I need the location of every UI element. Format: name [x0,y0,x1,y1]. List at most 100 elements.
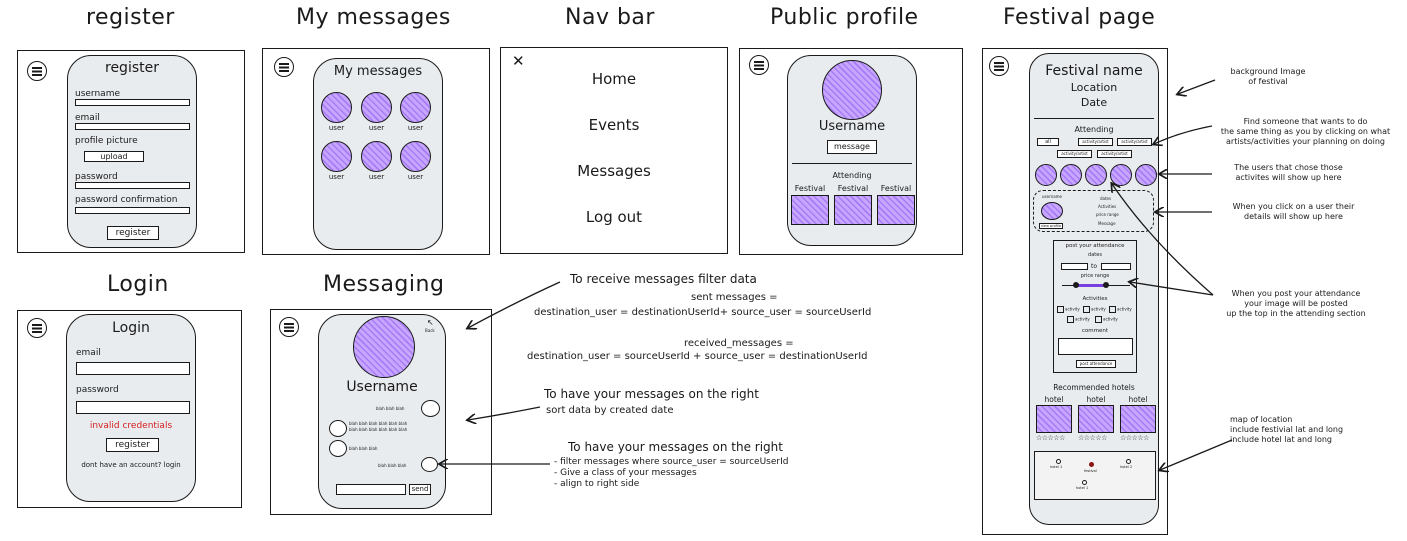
map-hotel-marker[interactable] [1126,459,1131,464]
username-field[interactable] [75,99,190,106]
register-button[interactable]: register [106,438,159,452]
menu-icon[interactable] [27,61,47,81]
note-click-user: When you click on a user their details w… [1232,202,1355,221]
message-button[interactable]: message [827,140,877,154]
user-avatar[interactable] [400,141,431,172]
user-avatar[interactable] [321,141,352,172]
map-festival-marker[interactable] [1089,462,1094,467]
festival-page-section-title: Festival page [1003,5,1156,30]
start-date-field[interactable] [1061,263,1088,270]
receiver-avatar [329,440,347,457]
upload-button[interactable]: upload [84,151,144,162]
map-hotel-marker[interactable] [1082,480,1087,485]
email-field[interactable] [76,362,190,375]
attendee-avatar[interactable] [1110,164,1132,186]
festival-image[interactable] [791,195,829,225]
hotel-image[interactable] [1120,405,1156,433]
back-label[interactable]: Back [425,328,435,333]
to-label: to [1091,263,1098,270]
hotel-rating-stars: ☆☆☆☆☆ [1078,434,1107,442]
attendee-avatar[interactable] [1085,164,1107,186]
map-hotel-label: hotel 2 [1120,465,1133,469]
festival-image[interactable] [834,195,872,225]
note-users-chose: The users that chose those activites wil… [1234,163,1343,182]
hotel-image[interactable] [1078,405,1114,433]
menu-icon[interactable] [274,57,294,77]
login-title: Login [112,320,150,336]
public-profile-section-title: Public profile [770,5,919,30]
back-arrow-icon[interactable]: ↖ [427,318,434,327]
hotel-label: hotel [1086,395,1106,404]
arrow-post-attendance-2 [1112,184,1214,296]
festival-name: Festival name [1045,63,1143,79]
close-icon[interactable]: ✕ [512,52,525,70]
activity-checkbox[interactable]: activity [1083,306,1106,313]
comment-field[interactable] [1058,338,1133,355]
password-field[interactable] [75,182,190,189]
note-map: map of location include festivial lat an… [1230,415,1344,444]
divider [792,163,912,165]
hotel-image[interactable] [1036,405,1072,433]
nav-item-events[interactable]: Events [588,116,640,134]
price-min-handle[interactable] [1073,282,1079,288]
nav-item-home[interactable]: Home [591,70,637,88]
activity-checkbox[interactable]: activity [1057,306,1080,313]
note-right-sort: sort data by created date [546,405,674,416]
hotel-rating-stars: ☆☆☆☆☆ [1036,434,1065,442]
menu-icon[interactable] [279,317,299,337]
password-confirmation-field[interactable] [75,207,190,214]
activity-checkbox[interactable]: activity [1095,316,1118,323]
email-field[interactable] [75,123,190,130]
note-sent-label: sent messages = [691,292,778,303]
menu-icon[interactable] [749,55,769,75]
sender-avatar [421,400,440,417]
attendee-avatar[interactable] [1135,164,1157,186]
note-receive-title: To receive messages filter data [570,272,757,286]
menu-icon[interactable] [27,318,47,338]
user-avatar[interactable] [361,92,392,123]
menu-icon[interactable] [989,56,1009,76]
attendee-avatar[interactable] [1060,164,1082,186]
festival-image[interactable] [877,195,915,225]
detail-avatar [1041,202,1063,220]
password-field[interactable] [76,401,190,414]
register-section-title: register [86,5,175,30]
activity-checkbox[interactable]: activity [1067,316,1090,323]
user-avatar[interactable] [321,92,352,123]
nav-item-logout[interactable]: Log out [585,208,643,226]
festival-phone [1029,53,1159,525]
user-avatar[interactable] [361,141,392,172]
activity-filter-button[interactable]: activity/artist [1057,150,1092,158]
recommended-hotels-heading: Recommended hotels [1053,383,1135,392]
message-input[interactable] [336,484,406,495]
post-attendance-button[interactable]: post attendance [1076,360,1116,368]
message-sent: blah blah blah [376,406,405,411]
profile-username: Username [818,119,886,134]
note-right-title-2: To have your messages on the right [568,440,783,454]
detail-price-range: price range [1096,212,1119,217]
activity-filter-button[interactable]: activity/artist [1097,150,1132,158]
attendee-avatar[interactable] [1035,164,1057,186]
price-range-label: price range [1080,273,1110,279]
send-button[interactable]: send [409,484,431,495]
view-profile-button[interactable]: view profile [1039,223,1063,229]
price-max-handle[interactable] [1103,282,1109,288]
location-map[interactable] [1034,451,1156,500]
arrow-receive [468,281,561,328]
messaging-section-title: Messaging [323,272,445,297]
note-received-label: received_messages = [684,338,794,349]
note-background-image: background Image of festival [1230,67,1306,86]
filter-all-button[interactable]: all [1037,138,1059,146]
register-button[interactable]: register [107,226,159,240]
password-label: password [75,172,118,182]
note-find-someone: Find someone that wants to do the same t… [1220,117,1391,146]
login-link[interactable]: dont have an account? login [81,461,181,469]
user-avatar[interactable] [400,92,431,123]
nav-item-messages[interactable]: Messages [577,162,651,180]
activity-checkbox[interactable]: activity [1109,306,1132,313]
end-date-field[interactable] [1101,263,1131,270]
map-hotel-marker[interactable] [1056,459,1061,464]
attending-heading: Attending [1074,125,1114,134]
activity-filter-button[interactable]: activity/artist [1078,138,1113,146]
arrow-find-someone [1154,125,1213,144]
